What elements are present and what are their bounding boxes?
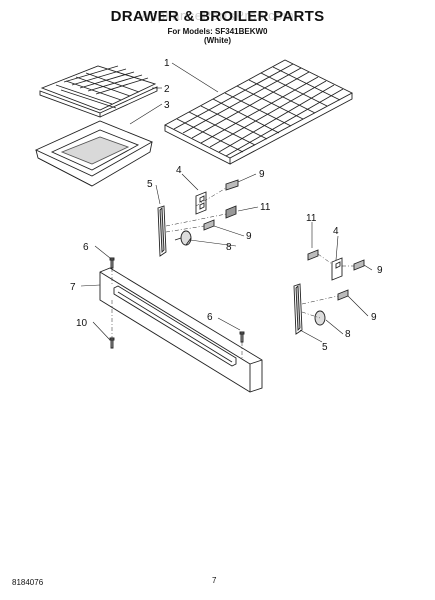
- callout-8-left: 8: [226, 242, 232, 253]
- callout-4-right: 4: [333, 226, 339, 237]
- callout-numbers: 1 2 3 4 5 9 11 9 8 6 7 10 6 11 4 9 9 8 5: [70, 58, 383, 353]
- assembly-lines: [111, 187, 354, 358]
- callout-6-right: 6: [207, 312, 213, 323]
- broiler-pan: [34, 120, 154, 187]
- page-number: 7: [212, 576, 217, 585]
- broiler-grid: [39, 65, 158, 118]
- roller-left: [174, 230, 192, 246]
- screws-left: [203, 179, 239, 231]
- leader-lines: [80, 62, 373, 343]
- oven-rack: [164, 59, 353, 165]
- callout-9-a: 9: [259, 169, 265, 180]
- color-line: (White): [203, 36, 232, 45]
- callout-1: 1: [164, 58, 170, 69]
- callout-5-left: 5: [147, 179, 153, 190]
- page-title: DRAWER & BROILER PARTS: [110, 8, 325, 25]
- callout-6-left: 6: [83, 242, 89, 253]
- callout-7: 7: [70, 282, 76, 293]
- bracket-right: [331, 257, 343, 281]
- drawer-front-panel: [99, 267, 263, 393]
- callout-5-right: 5: [322, 342, 328, 353]
- slide-left: [157, 205, 167, 257]
- models-line: For Models: SF341BEKW0: [167, 27, 268, 36]
- watermark: AppliancePartsPros.com: [140, 8, 295, 23]
- callout-11-right: 11: [306, 213, 317, 224]
- document-number: 8184076: [12, 578, 44, 587]
- callout-9-d: 9: [371, 312, 377, 323]
- drawer-screws: [109, 257, 245, 349]
- callout-10: 10: [76, 318, 88, 329]
- callout-11-left: 11: [260, 202, 271, 213]
- callout-9-b: 9: [246, 231, 252, 242]
- callout-8-right: 8: [345, 329, 351, 340]
- bracket-left: [195, 191, 207, 215]
- slide-right: [293, 283, 303, 335]
- callout-2: 2: [164, 84, 170, 95]
- callout-9-c: 9: [377, 265, 383, 276]
- callout-4-left: 4: [176, 165, 182, 176]
- callout-3: 3: [164, 100, 170, 111]
